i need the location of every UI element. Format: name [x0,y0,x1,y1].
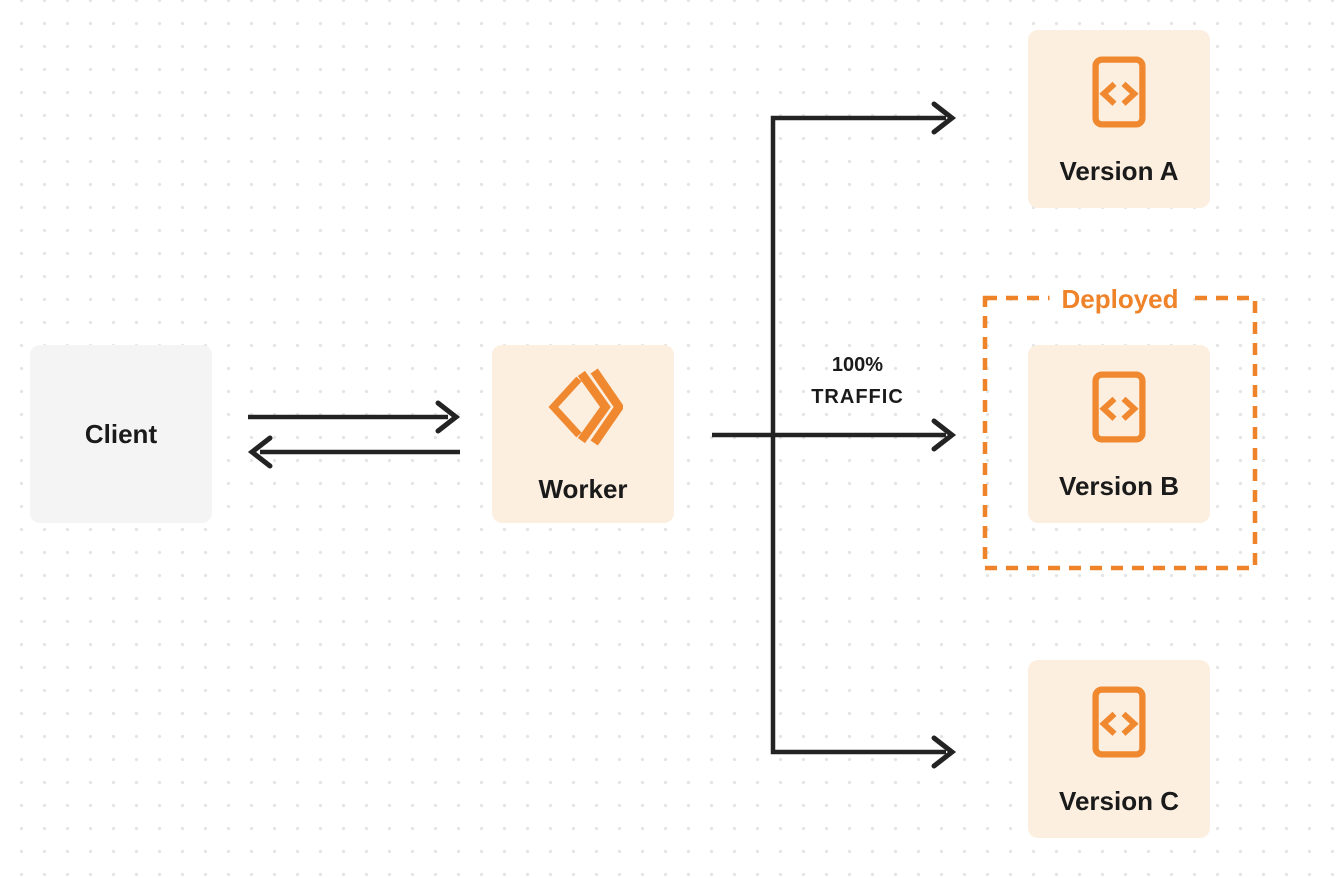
code-file-icon [1092,686,1146,758]
deployed-badge: Deployed [1049,283,1191,315]
worker-label: Worker [538,474,628,504]
version-c-label: Version C [1059,786,1179,816]
workers-logo-icon [548,368,623,446]
client-node: Client [30,345,212,523]
code-file-icon [1092,56,1146,128]
code-file-icon [1092,371,1146,443]
traffic-annotation: 100% TRAFFIC [775,350,940,414]
client-label: Client [84,419,158,449]
version-c-node: Version C [1028,660,1210,838]
version-b-label: Version B [1059,471,1179,501]
traffic-percent: 100% [831,354,884,376]
version-a-label: Version A [1059,156,1179,186]
version-a-node: Version A [1028,30,1210,208]
worker-node: Worker [492,345,674,523]
version-b-node: Version B [1028,345,1210,523]
traffic-word: TRAFFIC [811,386,904,408]
